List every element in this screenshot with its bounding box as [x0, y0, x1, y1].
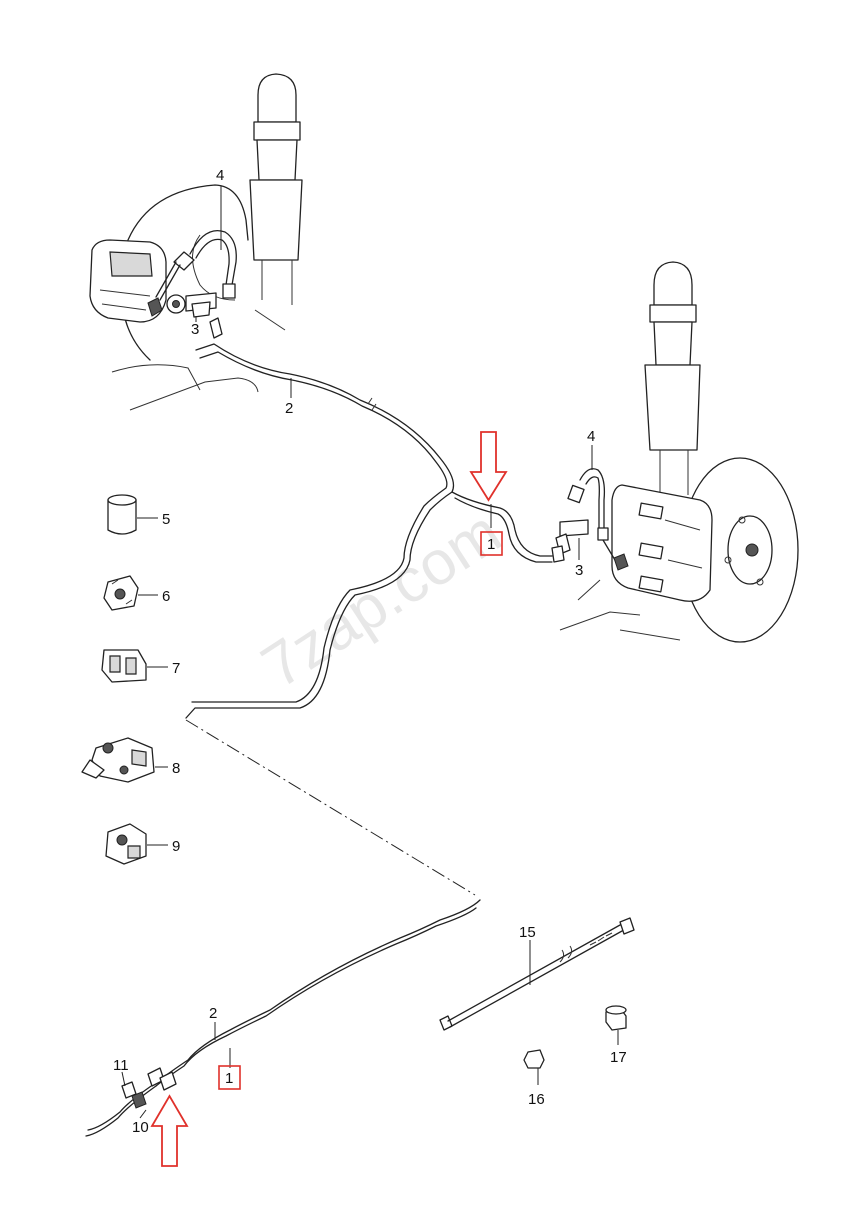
- brake-line-lower: [85, 899, 481, 1137]
- callout-7: 7: [172, 660, 180, 677]
- up-arrow-indicator: [150, 1094, 189, 1167]
- part-17-cap: [605, 1005, 627, 1045]
- part-15-bolt: [439, 917, 635, 1031]
- continuation-line: [185, 719, 476, 896]
- callout-4-right: 4: [587, 428, 595, 445]
- callout-15: 15: [519, 924, 536, 941]
- callout-1-top: 1: [487, 536, 495, 553]
- callout-1-bottom-box: [218, 1065, 241, 1090]
- down-arrow-indicator: [469, 431, 508, 502]
- right-brake-caliper: [611, 484, 713, 602]
- left-brake-caliper: [89, 239, 186, 323]
- part-6-clip: [103, 575, 158, 611]
- callout-6: 6: [162, 588, 170, 605]
- left-chassis-lines: [111, 309, 286, 411]
- part-5-sleeve: [107, 494, 158, 535]
- right-brake-hose: [567, 468, 629, 571]
- part-16-bleeder: [523, 1049, 545, 1085]
- callout-2-top: 2: [285, 400, 293, 417]
- callout-16: 16: [528, 1091, 545, 1108]
- callout-9: 9: [172, 838, 180, 855]
- callout-3-left: 3: [191, 321, 199, 338]
- callout-3-right: 3: [575, 562, 583, 579]
- right-shock-absorber: [644, 261, 701, 500]
- watermark-text: 7zap.com: [250, 497, 513, 701]
- callout-11: 11: [113, 1057, 129, 1074]
- part-7-clip: [101, 649, 168, 683]
- callout-5: 5: [162, 511, 170, 528]
- callout-1-top-box: [480, 531, 503, 556]
- left-bracket: [185, 292, 223, 339]
- left-shock-absorber: [249, 73, 303, 305]
- callout-10: 10: [132, 1119, 149, 1136]
- part-9-clip: [105, 823, 168, 865]
- left-brake-hose: [147, 230, 237, 317]
- callout-4-left: 4: [216, 167, 224, 184]
- brake-line-upper: [185, 343, 565, 719]
- callout-8: 8: [172, 760, 180, 777]
- callout-2-bottom: 2: [209, 1005, 217, 1022]
- callout-17: 17: [610, 1049, 627, 1066]
- callout-1-bottom: 1: [225, 1070, 233, 1087]
- part-8-clip: [81, 737, 168, 783]
- right-chassis-lines: [559, 579, 681, 641]
